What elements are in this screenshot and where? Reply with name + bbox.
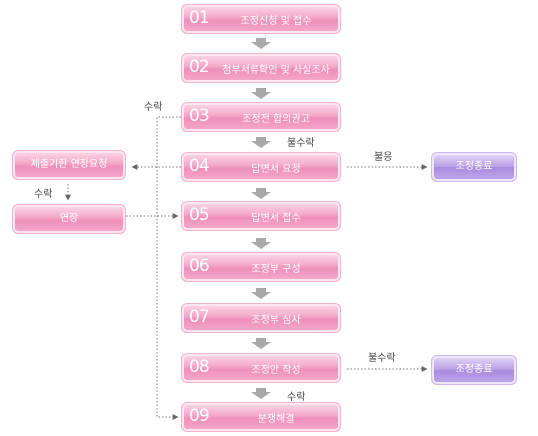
step-number: 06 <box>189 256 210 276</box>
note-accept-top: 수락 <box>144 102 163 113</box>
step-07: 07 조정부 심사 <box>181 303 341 333</box>
step-label: 첨부서류확인 및 사실조사 <box>222 65 330 76</box>
step-label: 조정전 합의권고 <box>242 114 310 125</box>
end-box-top: 조정종료 <box>431 152 517 182</box>
arrow-down-3 <box>251 137 271 148</box>
note-not-accept-low: 불수락 <box>368 353 396 364</box>
step-01: 01 조정신청 및 접수 <box>181 4 341 34</box>
end-box-bottom: 조정종료 <box>431 355 517 385</box>
step-label: 답변서 접수 <box>251 213 301 224</box>
note-accept-left: 수락 <box>34 189 53 200</box>
note-not-accept-mid: 불수락 <box>287 138 315 149</box>
step-label: 조정신청 및 접수 <box>240 16 312 27</box>
step-06: 06 조정부 구성 <box>181 252 341 282</box>
arrow-down-8 <box>251 388 271 399</box>
step-label: 분쟁해결 <box>257 414 295 425</box>
step-number: 07 <box>189 307 210 327</box>
step-label: 조정안 작성 <box>251 365 301 376</box>
arrow-down-2 <box>251 88 271 99</box>
deadline-extension-request-box: 제출기한 연장요청 <box>12 150 126 180</box>
step-number: 05 <box>189 205 210 225</box>
arrow-down-6 <box>251 288 271 299</box>
step-03: 03 조정전 합의권고 <box>181 102 341 132</box>
step-label: 조정부 구성 <box>251 264 301 275</box>
step-label: 답변서 요청 <box>251 164 301 175</box>
step-number: 09 <box>189 406 210 426</box>
step-number: 02 <box>189 57 210 77</box>
step-number: 03 <box>189 106 210 126</box>
step-number: 04 <box>189 156 210 176</box>
arrow-down-4 <box>251 188 271 199</box>
arrow-down-1 <box>251 38 271 49</box>
note-refuse: 불응 <box>374 152 393 163</box>
step-04: 04 답변서 요청 <box>181 152 341 182</box>
step-arrows <box>251 38 271 399</box>
step-02: 02 첨부서류확인 및 사실조사 <box>181 53 341 83</box>
arrow-down-7 <box>251 338 271 349</box>
connector-03-to-09 <box>156 116 181 420</box>
step-05: 05 답변서 접수 <box>181 201 341 231</box>
step-number: 01 <box>189 8 210 28</box>
step-label: 조정부 심사 <box>251 315 301 326</box>
step-09: 09 분쟁해결 <box>181 402 341 432</box>
step-08: 08 조정안 작성 <box>181 353 341 383</box>
step-number: 08 <box>189 357 210 377</box>
extension-box: 연장 <box>12 204 126 234</box>
note-accept-bottom: 수락 <box>287 392 306 403</box>
arrow-down-5 <box>251 238 271 249</box>
